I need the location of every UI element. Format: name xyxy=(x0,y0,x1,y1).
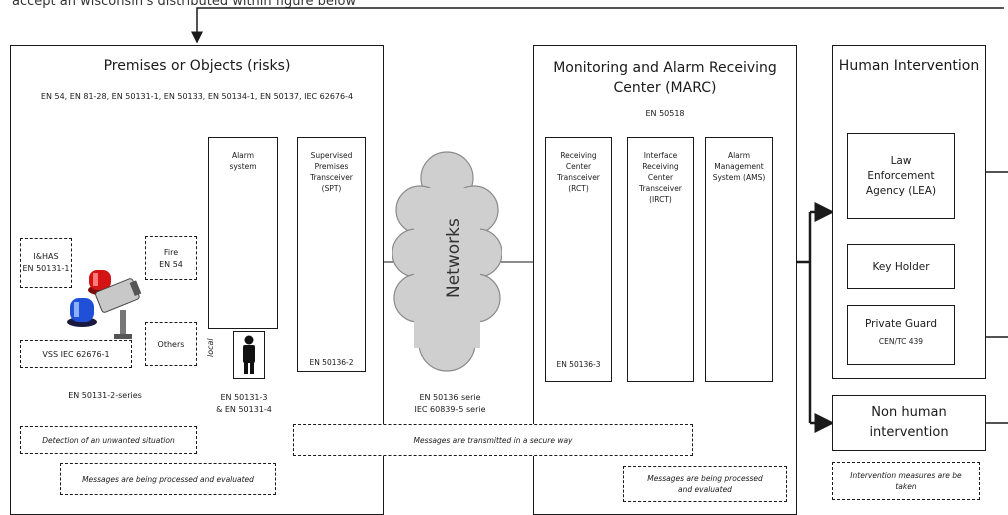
private-guard-box: Private Guard CEN/TC 439 xyxy=(847,305,955,365)
fire-label: Fire EN 54 xyxy=(159,248,183,269)
note-detection: Detection of an unwanted situation xyxy=(20,426,197,454)
alarm-system-box: Alarm system xyxy=(208,137,278,329)
human-title: Human Intervention xyxy=(838,58,980,74)
series-label: EN 50131-2-series xyxy=(68,391,142,400)
local-label: local xyxy=(206,338,215,357)
non-human-label: Non human intervention xyxy=(869,405,949,440)
vss-box: VSS IEC 62676-1 xyxy=(20,340,132,368)
alarm-standard-label: EN 50131-3 & EN 50131-4 xyxy=(216,393,272,414)
top-caption: accept an wisconsin's distributed within… xyxy=(12,0,357,9)
lea-label: Law Enforcement Agency (LEA) xyxy=(865,154,937,197)
ihas-box: I&HAS EN 50131-1 xyxy=(20,238,72,288)
ams-box: Alarm Management System (AMS) xyxy=(705,137,773,382)
feedback-line xyxy=(191,7,1004,44)
irct-box: Interface Receiving Center Transceiver (… xyxy=(627,137,694,382)
alarm-system-label: Alarm system xyxy=(229,151,257,171)
spt-box: Supervised Premises Transceiver (SPT) EN… xyxy=(297,137,366,372)
rct-box: Receiving Center Transceiver (RCT) EN 50… xyxy=(545,137,612,382)
security-devices-icon xyxy=(67,270,142,339)
others-box: Others xyxy=(145,322,197,366)
spt-label: Supervised Premises Transceiver (SPT) xyxy=(310,151,353,193)
private-guard-label: Private Guard xyxy=(865,318,937,330)
key-holder-label: Key Holder xyxy=(872,260,930,273)
vss-label: VSS IEC 62676-1 xyxy=(42,350,110,359)
irct-label: Interface Receiving Center Transceiver (… xyxy=(639,151,682,204)
person-icon xyxy=(243,335,255,374)
network-label: Networks xyxy=(444,218,464,298)
rct-label: Receiving Center Transceiver (RCT) xyxy=(557,151,600,193)
network-standard: EN 50136 serie IEC 60839-5 serie xyxy=(414,393,486,414)
network-cloud xyxy=(392,151,502,372)
ams-label: Alarm Management System (AMS) xyxy=(712,151,766,182)
lea-box: Law Enforcement Agency (LEA) xyxy=(847,133,955,219)
fire-box: Fire EN 54 xyxy=(145,236,197,280)
note-premises-processed: Messages are being processed and evaluat… xyxy=(60,463,276,495)
others-label: Others xyxy=(157,340,185,349)
premises-title: Premises or Objects (risks) xyxy=(103,58,291,74)
local-person-box xyxy=(233,331,265,379)
private-guard-standard: CEN/TC 439 xyxy=(878,337,924,346)
note-measures: Intervention measures are be taken xyxy=(832,462,980,500)
spt-standard: EN 50136-2 xyxy=(309,358,354,367)
non-human-box: Non human intervention xyxy=(832,395,986,451)
premises-standards: EN 54, EN 81-28, EN 50131-1, EN 50133, E… xyxy=(40,92,354,101)
note-marc-processed: Messages are being processed and evaluat… xyxy=(623,466,787,502)
rct-standard: EN 50136-3 xyxy=(556,360,601,369)
note-secure: Messages are transmitted in a secure way xyxy=(293,424,693,456)
key-holder-box: Key Holder xyxy=(847,244,955,289)
marc-title: Monitoring and Alarm Receiving Center (M… xyxy=(553,60,777,96)
ihas-label: I&HAS EN 50131-1 xyxy=(22,252,70,273)
marc-standard: EN 50518 xyxy=(645,109,685,118)
